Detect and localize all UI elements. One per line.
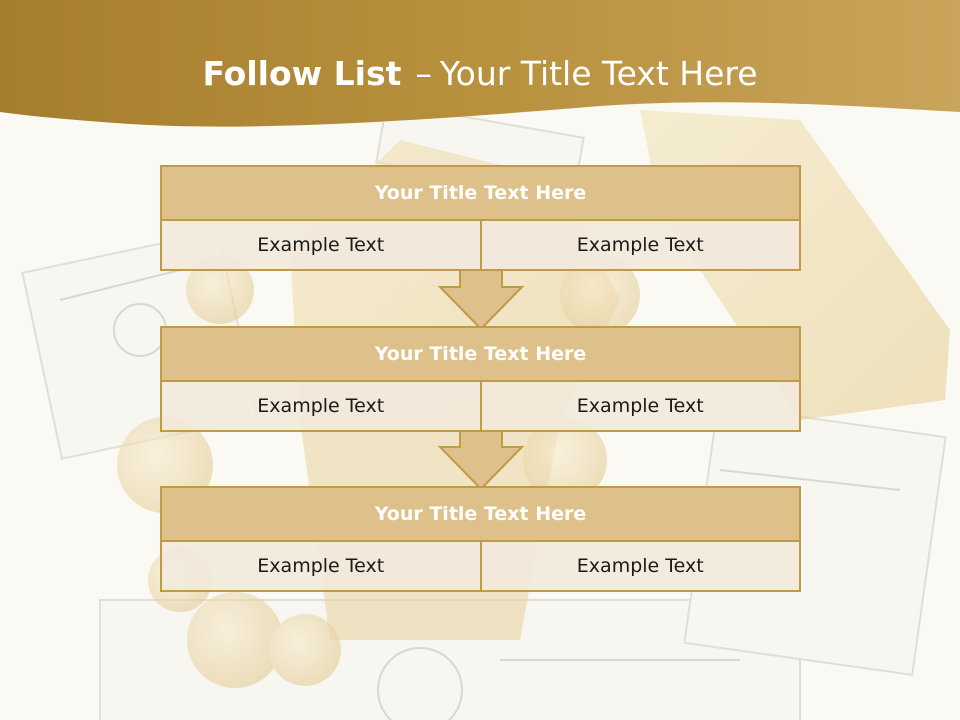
block-title: Your Title Text Here xyxy=(160,326,801,382)
down-arrow-icon xyxy=(438,429,524,491)
block-cell-right: Example Text xyxy=(481,382,801,432)
down-arrow-icon xyxy=(438,269,524,331)
slide-title-separator: – xyxy=(415,54,432,93)
block-row: Example Text Example Text xyxy=(160,542,801,592)
block-title: Your Title Text Here xyxy=(160,165,801,221)
block-row: Example Text Example Text xyxy=(160,221,801,271)
block-cell-left: Example Text xyxy=(160,542,482,592)
list-block-2: Your Title Text Here Example Text Exampl… xyxy=(160,326,801,432)
block-cell-right: Example Text xyxy=(481,221,801,271)
list-block-3: Your Title Text Here Example Text Exampl… xyxy=(160,486,801,592)
block-row: Example Text Example Text xyxy=(160,382,801,432)
block-title: Your Title Text Here xyxy=(160,486,801,542)
list-block-1: Your Title Text Here Example Text Exampl… xyxy=(160,165,801,271)
block-cell-right: Example Text xyxy=(481,542,801,592)
slide-title: Follow List–Your Title Text Here xyxy=(0,54,960,93)
slide-title-rest: Your Title Text Here xyxy=(439,54,758,93)
slide-title-bold: Follow List xyxy=(202,54,402,93)
block-cell-left: Example Text xyxy=(160,221,482,271)
block-cell-left: Example Text xyxy=(160,382,482,432)
header-band xyxy=(0,0,960,127)
